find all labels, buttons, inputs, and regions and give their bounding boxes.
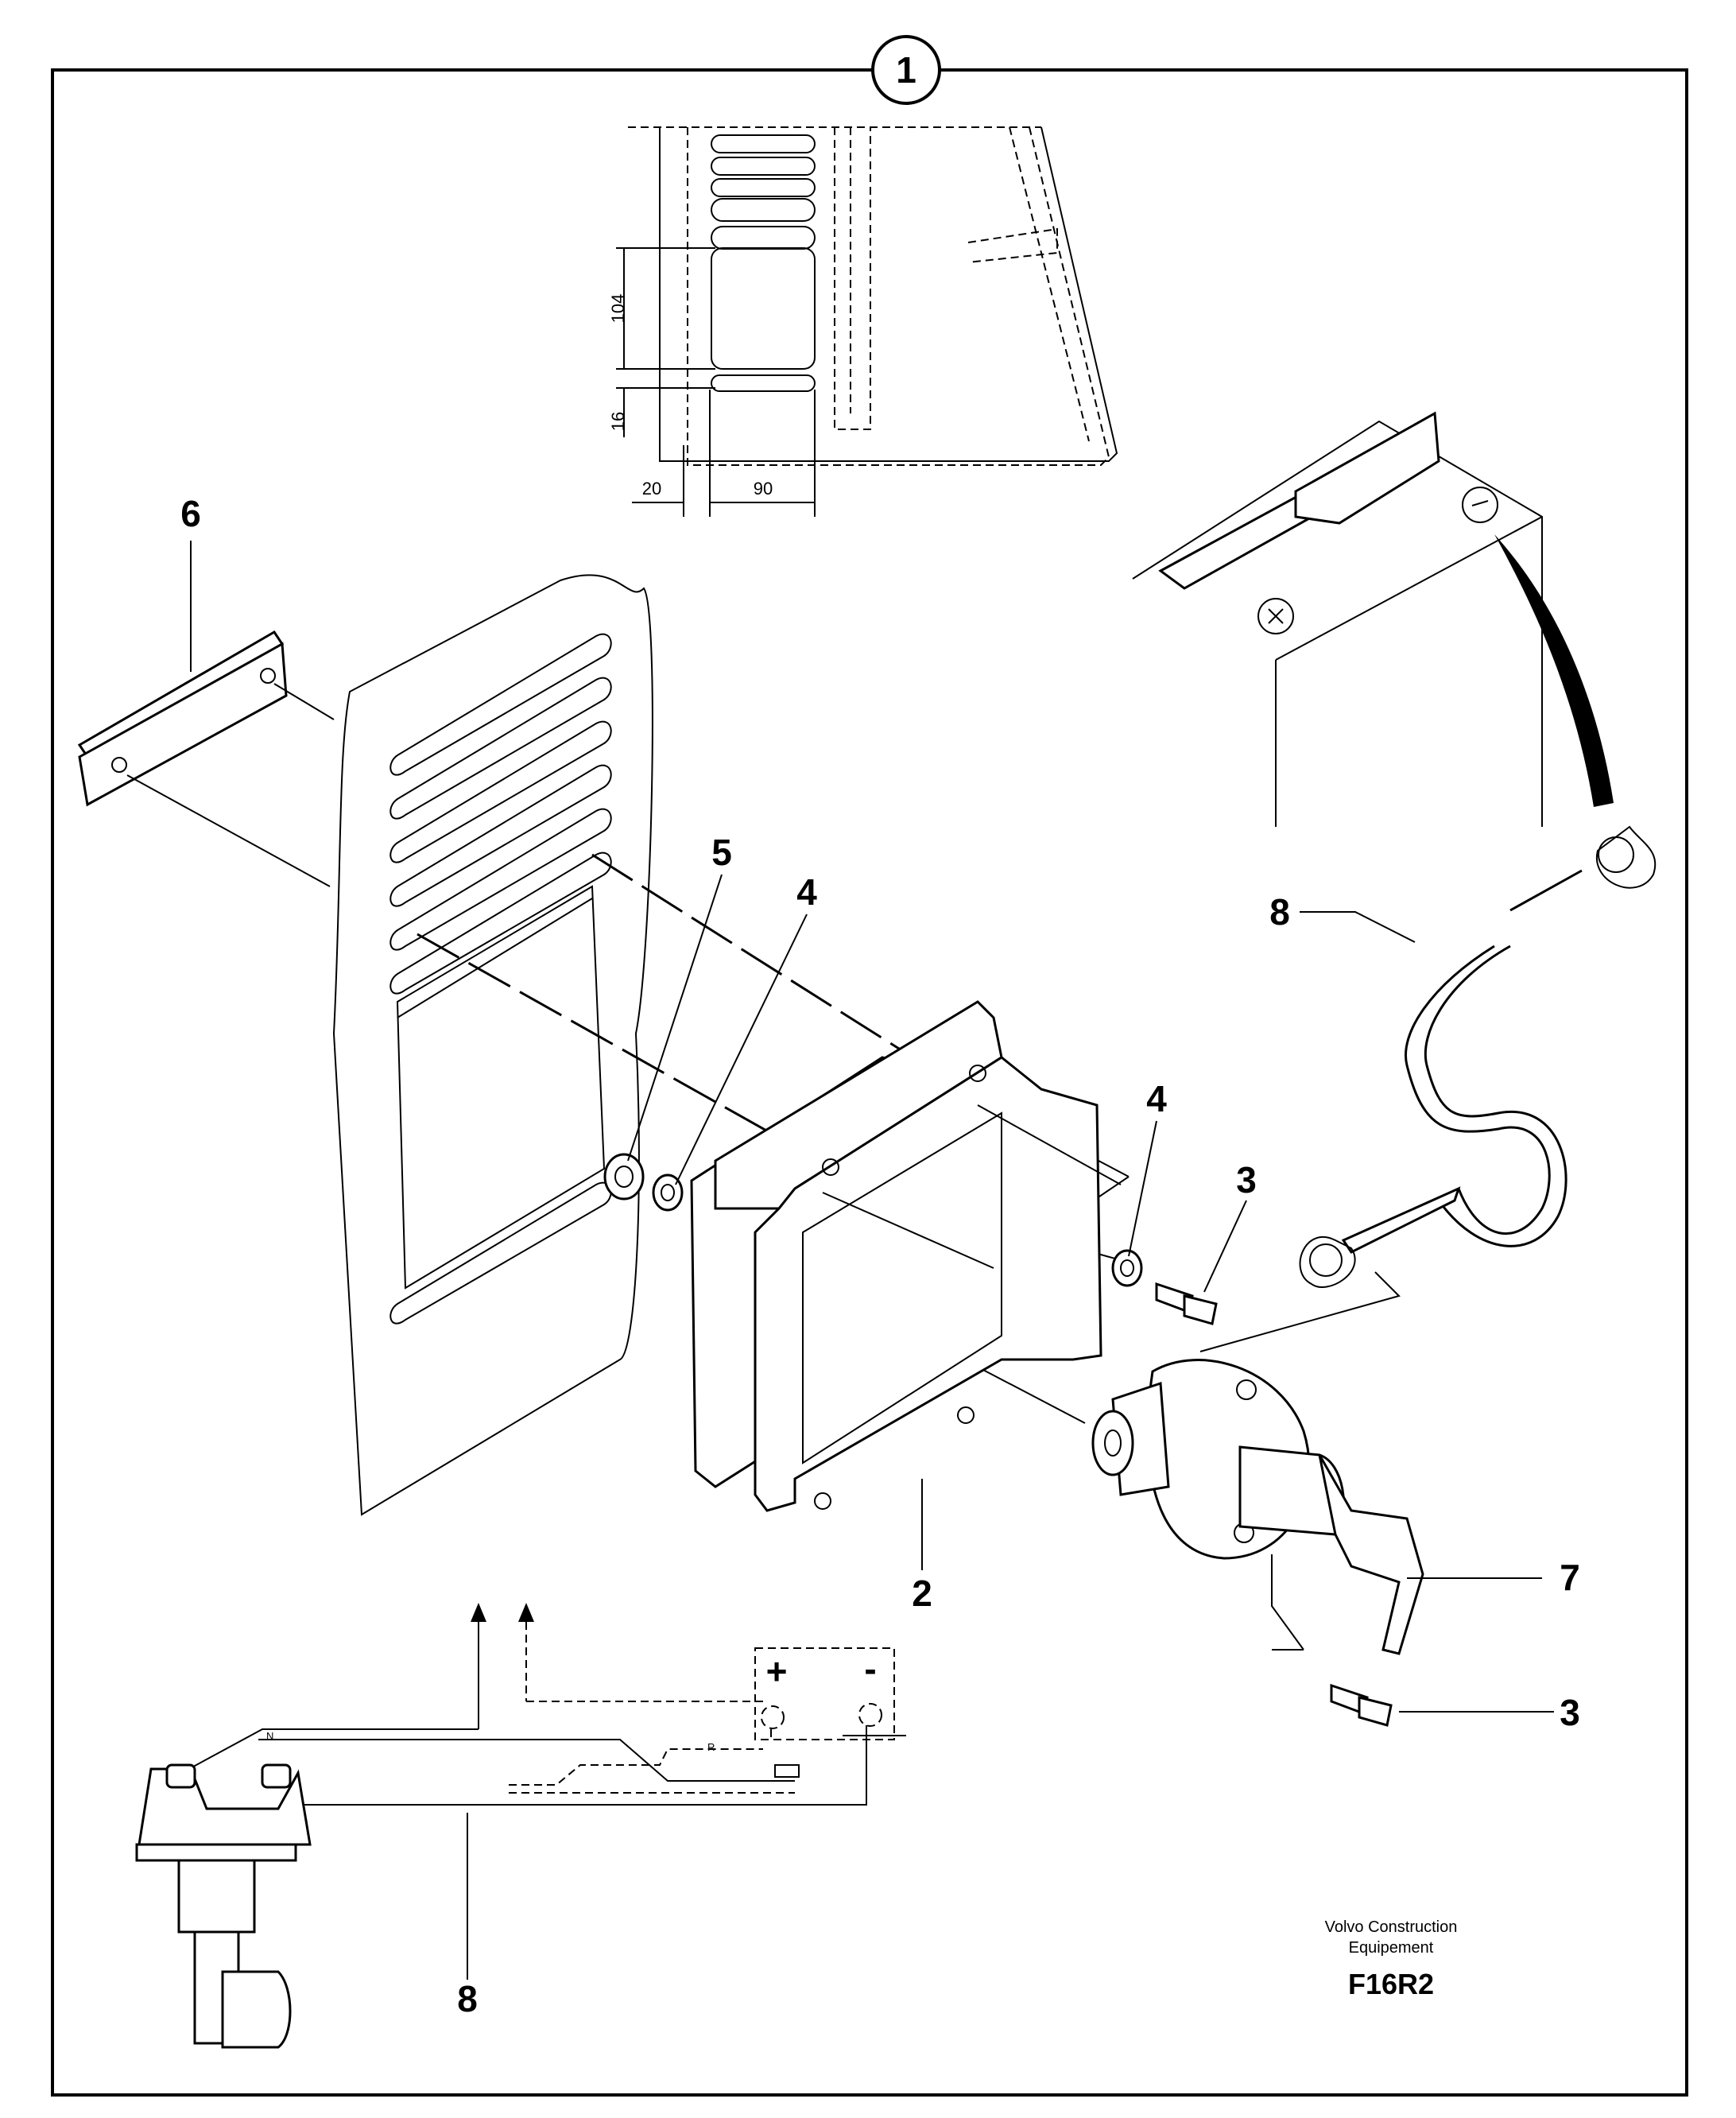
- switch-bracket: [690, 1000, 1122, 1512]
- callout-4-right: 4: [1146, 1078, 1167, 1119]
- callout-6: 6: [180, 493, 201, 534]
- dim-90: 90: [754, 479, 773, 498]
- detail-marker: 1: [871, 35, 941, 105]
- bolts: [1155, 1282, 1393, 1727]
- panel-cutout-detail: 104 16 20 90: [608, 126, 1118, 517]
- battery-main-switch: [1091, 1359, 1424, 1655]
- detail-number: 1: [896, 49, 916, 91]
- battery-cable: [1199, 825, 1657, 1352]
- dim-16: 16: [608, 412, 628, 431]
- plus-terminal: +: [766, 1651, 788, 1692]
- dim-104: 104: [608, 294, 628, 324]
- callout-8-schematic: 8: [457, 1978, 478, 2019]
- side-panel: [332, 574, 653, 1516]
- callout-7: 7: [1560, 1557, 1580, 1598]
- callout-5: 5: [711, 832, 732, 873]
- brand-line-1: Volvo Construction: [1325, 1918, 1458, 1936]
- callout-leaders: [190, 541, 1554, 1980]
- nut-and-washers: [603, 1153, 1143, 1287]
- callout-3-lower: 3: [1560, 1692, 1580, 1733]
- callout-2: 2: [912, 1573, 932, 1614]
- r-label: R: [707, 1741, 715, 1753]
- callout-8-cable: 8: [1269, 891, 1290, 933]
- figure-code: F16R2: [1348, 1968, 1434, 2000]
- minus-terminal: -: [864, 1648, 876, 1689]
- callout-4-left: 4: [796, 871, 817, 913]
- battery: [1132, 411, 1614, 827]
- brand-line-2: Equipement: [1349, 1939, 1434, 1957]
- backing-plate: [77, 630, 335, 887]
- diagram-frame: [51, 68, 1688, 2097]
- n-label: N: [266, 1730, 273, 1742]
- dim-20: 20: [642, 479, 661, 498]
- wiring-schematic: + - N R: [135, 1603, 906, 2049]
- callout-3-upper: 3: [1236, 1159, 1257, 1201]
